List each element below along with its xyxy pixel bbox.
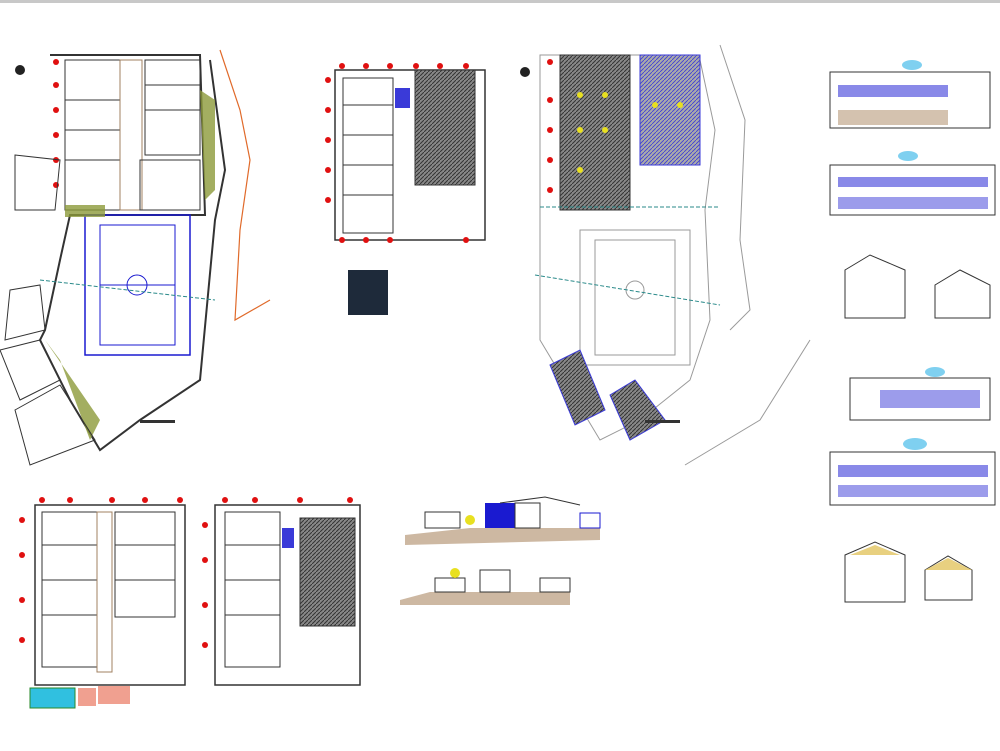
site-boundary xyxy=(38,54,227,452)
elevation-4 xyxy=(829,438,996,506)
axis-bubbles xyxy=(53,59,59,188)
elevation-3 xyxy=(849,367,991,421)
window-top-border xyxy=(0,0,1000,3)
property-boundary xyxy=(219,49,271,322)
roof-hatch xyxy=(414,69,476,186)
section-1 xyxy=(844,254,991,319)
green-area xyxy=(200,90,215,200)
roof-hatch-blue xyxy=(639,54,701,166)
floor-plan-lower-left xyxy=(19,497,186,709)
elevation-2 xyxy=(829,151,996,216)
north-arrow-icon xyxy=(15,65,25,75)
building-rooms xyxy=(64,59,201,211)
floor-plan-lower-right xyxy=(202,497,361,686)
elevations xyxy=(829,60,996,603)
site-sections xyxy=(400,496,601,605)
elevation-1 xyxy=(829,60,991,129)
section-2 xyxy=(844,541,973,603)
floor-plan-upper xyxy=(325,63,486,315)
stair xyxy=(395,88,410,108)
adjacent-lots xyxy=(0,154,96,466)
legend-table xyxy=(348,270,388,315)
color-patch xyxy=(29,687,76,709)
site-plan xyxy=(0,49,271,466)
roof-plan xyxy=(520,44,811,466)
roof-hatch-main xyxy=(559,54,631,211)
north-arrow-icon xyxy=(520,67,530,77)
